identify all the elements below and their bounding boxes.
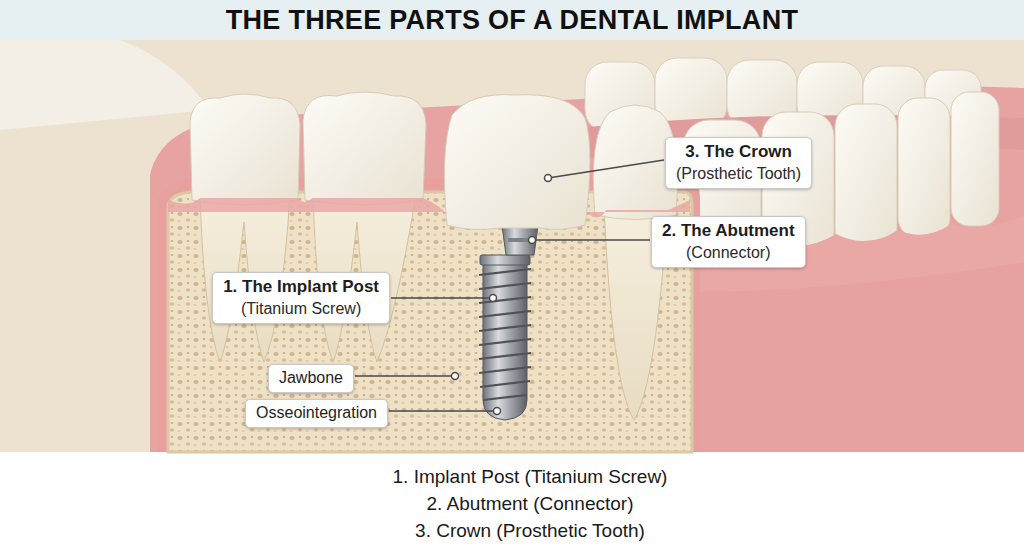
illustration-path [168,198,690,218]
illustration-path [168,192,692,452]
illustration-rect [0,0,1024,40]
title-band: THE THREE PARTS OF A DENTAL IMPLANT [0,0,1024,40]
illustration-path [479,367,531,373]
illustration-path [479,339,531,345]
illustration-circle [529,237,536,244]
illustration-path [444,95,590,230]
leader-lines [355,160,664,411]
illustration-path [355,375,455,377]
illustration-path [480,381,530,387]
callout-title: 3. The Crown [676,141,801,163]
illustration-rect [835,104,897,252]
callout-box: Osseointegration [245,399,388,428]
illustration-path [150,85,1024,452]
parts-list-item: 2. Abutment (Connector) [40,490,1020,517]
parts-list-item: 3. Crown (Prosthetic Tooth) [40,517,1020,544]
callout-box: 1. The Implant Post(Titanium Screw) [212,272,390,324]
illustration-path [479,311,531,317]
illustration-path [532,239,650,241]
illustration-path [303,92,426,205]
illustration-g [479,269,531,400]
parts-list: 1. Implant Post (Titanium Screw)2. Abutm… [40,463,1020,544]
diagram-title: THE THREE PARTS OF A DENTAL IMPLANT [226,5,799,36]
callout-box: Jawbone [268,364,354,393]
callout-title: Jawbone [279,368,343,388]
leader-dots [452,175,552,415]
illustration-circle [452,373,459,380]
illustration-circle [490,295,497,302]
callout-subtitle: (Titanium Screw) [223,298,379,319]
callout-title: Osseointegration [256,403,377,423]
illustration-circle [545,175,552,182]
illustration-path [479,269,531,275]
callout-subtitle: (Prosthetic Tooth) [676,163,801,184]
illustration-circle [494,408,501,415]
illustration-rect [655,58,727,128]
illustration-path [389,410,497,412]
callout-box: 3. The Crown(Prosthetic Tooth) [665,137,812,189]
illustration-rect [0,40,1024,452]
illustration-path [502,226,538,255]
callout-title: 2. The Abutment [662,220,795,242]
callout-subtitle: (Connector) [662,242,795,263]
illustration-path [548,160,664,178]
illustration-rect [480,255,530,265]
parts-list-item: 1. Implant Post (Titanium Screw) [40,463,1020,490]
callout-box: 2. The Abutment(Connector) [651,216,806,268]
implant [479,226,538,420]
illustration-path [391,297,493,299]
illustration-path [479,283,531,289]
illustration-path [479,353,531,359]
illustration-path [0,40,210,130]
illustration-path [479,325,531,331]
illustration-rect [951,92,999,226]
tooth-roots [200,195,668,420]
callout-title: 1. The Implant Post [223,276,379,298]
illustration-path [483,395,527,400]
illustration-path [190,94,300,205]
illustration-rect [898,98,950,238]
